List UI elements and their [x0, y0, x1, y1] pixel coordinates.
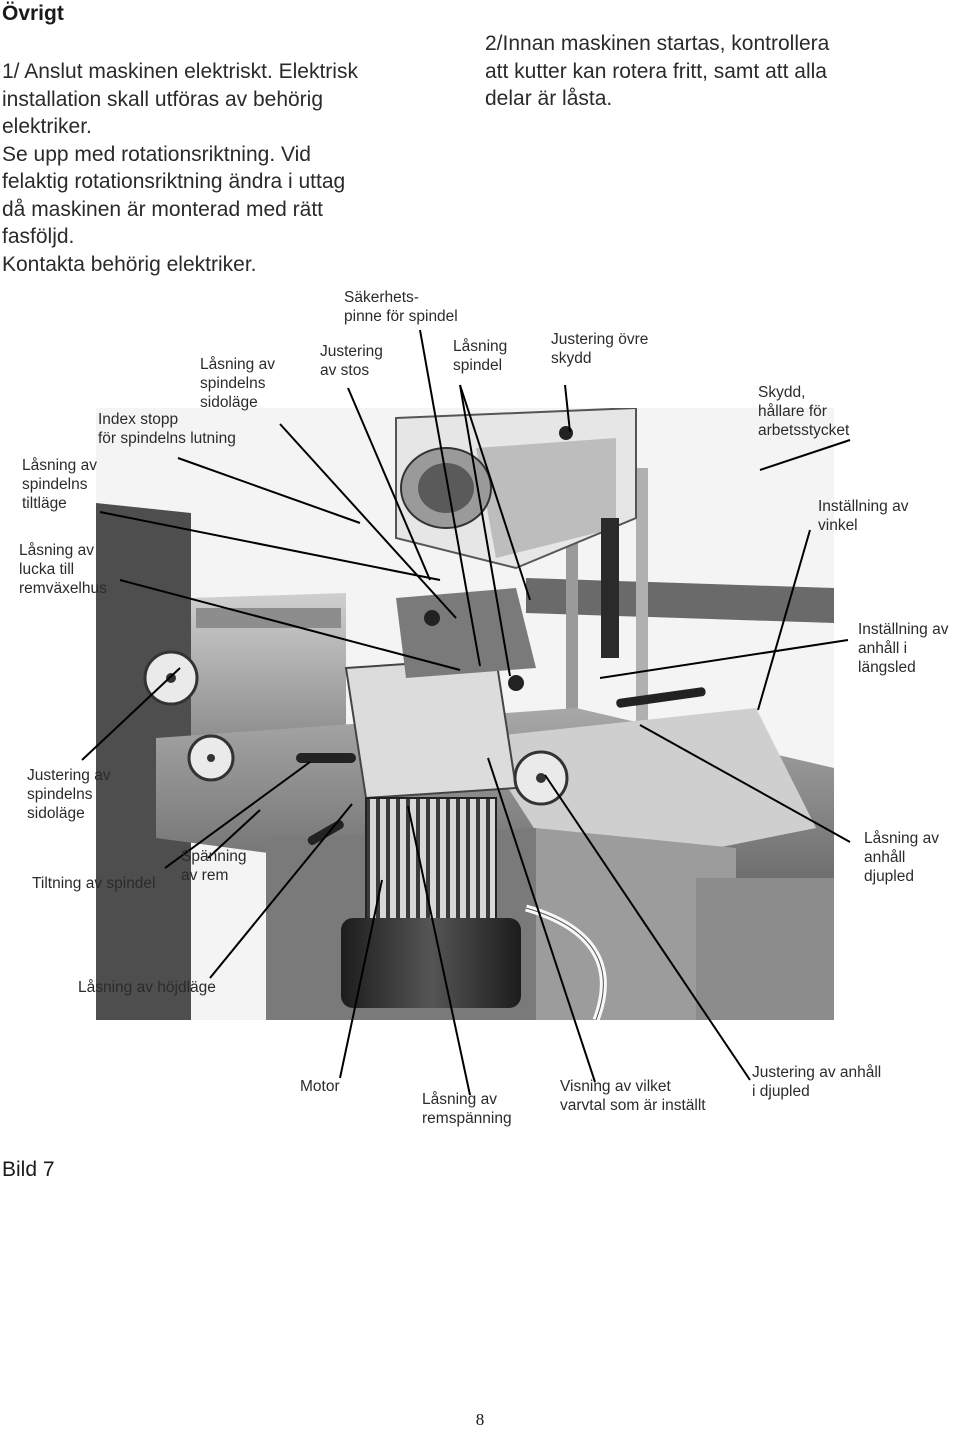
label-justering-stos: Justering av stos	[320, 343, 383, 379]
section-heading: Övrigt	[2, 2, 64, 25]
label-lasning-anhall-djupled: Låsning av anhåll djupled	[864, 830, 939, 885]
label-sakerhetspinne: Säkerhets- pinne för spindel	[344, 289, 458, 325]
label-spanning-rem: Spänning av rem	[181, 848, 247, 884]
label-lasning-tiltlage: Låsning av spindelns tiltläge	[22, 457, 97, 512]
label-justering-ovre-skydd: Justering övre skydd	[551, 331, 649, 367]
label-lasning-spindel: Låsning spindel	[453, 338, 508, 374]
label-lasning-hojdlage: Låsning av höjdläge	[78, 979, 216, 996]
label-justering-anhall-djupled: Justering av anhåll i djupled	[752, 1064, 882, 1100]
label-installning-vinkel: Inställning av vinkel	[818, 498, 909, 534]
label-visning-varvtal: Visning av vilket varvtal som är inställ…	[560, 1078, 706, 1114]
page-number: 8	[475, 1410, 485, 1429]
label-installning-langsled: Inställning av anhåll i längsled	[858, 621, 949, 676]
label-skydd-hallare: Skydd, hållare för arbetsstycket	[758, 384, 850, 439]
label-lasning-lucka: Låsning av lucka till remväxelhus	[19, 542, 107, 597]
instruction-item-1: 1/ Anslut maskinen elektriskt. Elektrisk…	[2, 60, 358, 276]
label-tiltning: Tiltning av spindel	[32, 875, 156, 892]
label-lasning-remspanning: Låsning av remspänning	[422, 1091, 512, 1127]
machine-photo	[96, 408, 834, 1020]
label-index-stopp: Index stopp för spindelns lutning	[98, 411, 236, 447]
instruction-item-2: 2/Innan maskinen startas, kontrollera at…	[485, 32, 830, 110]
figure-caption: Bild 7	[2, 1158, 55, 1181]
label-lasning-sidolage: Låsning av spindelns sidoläge	[200, 356, 275, 411]
label-motor: Motor	[300, 1078, 340, 1095]
label-justering-sidolage: Justering av spindelns sidoläge	[27, 767, 111, 822]
